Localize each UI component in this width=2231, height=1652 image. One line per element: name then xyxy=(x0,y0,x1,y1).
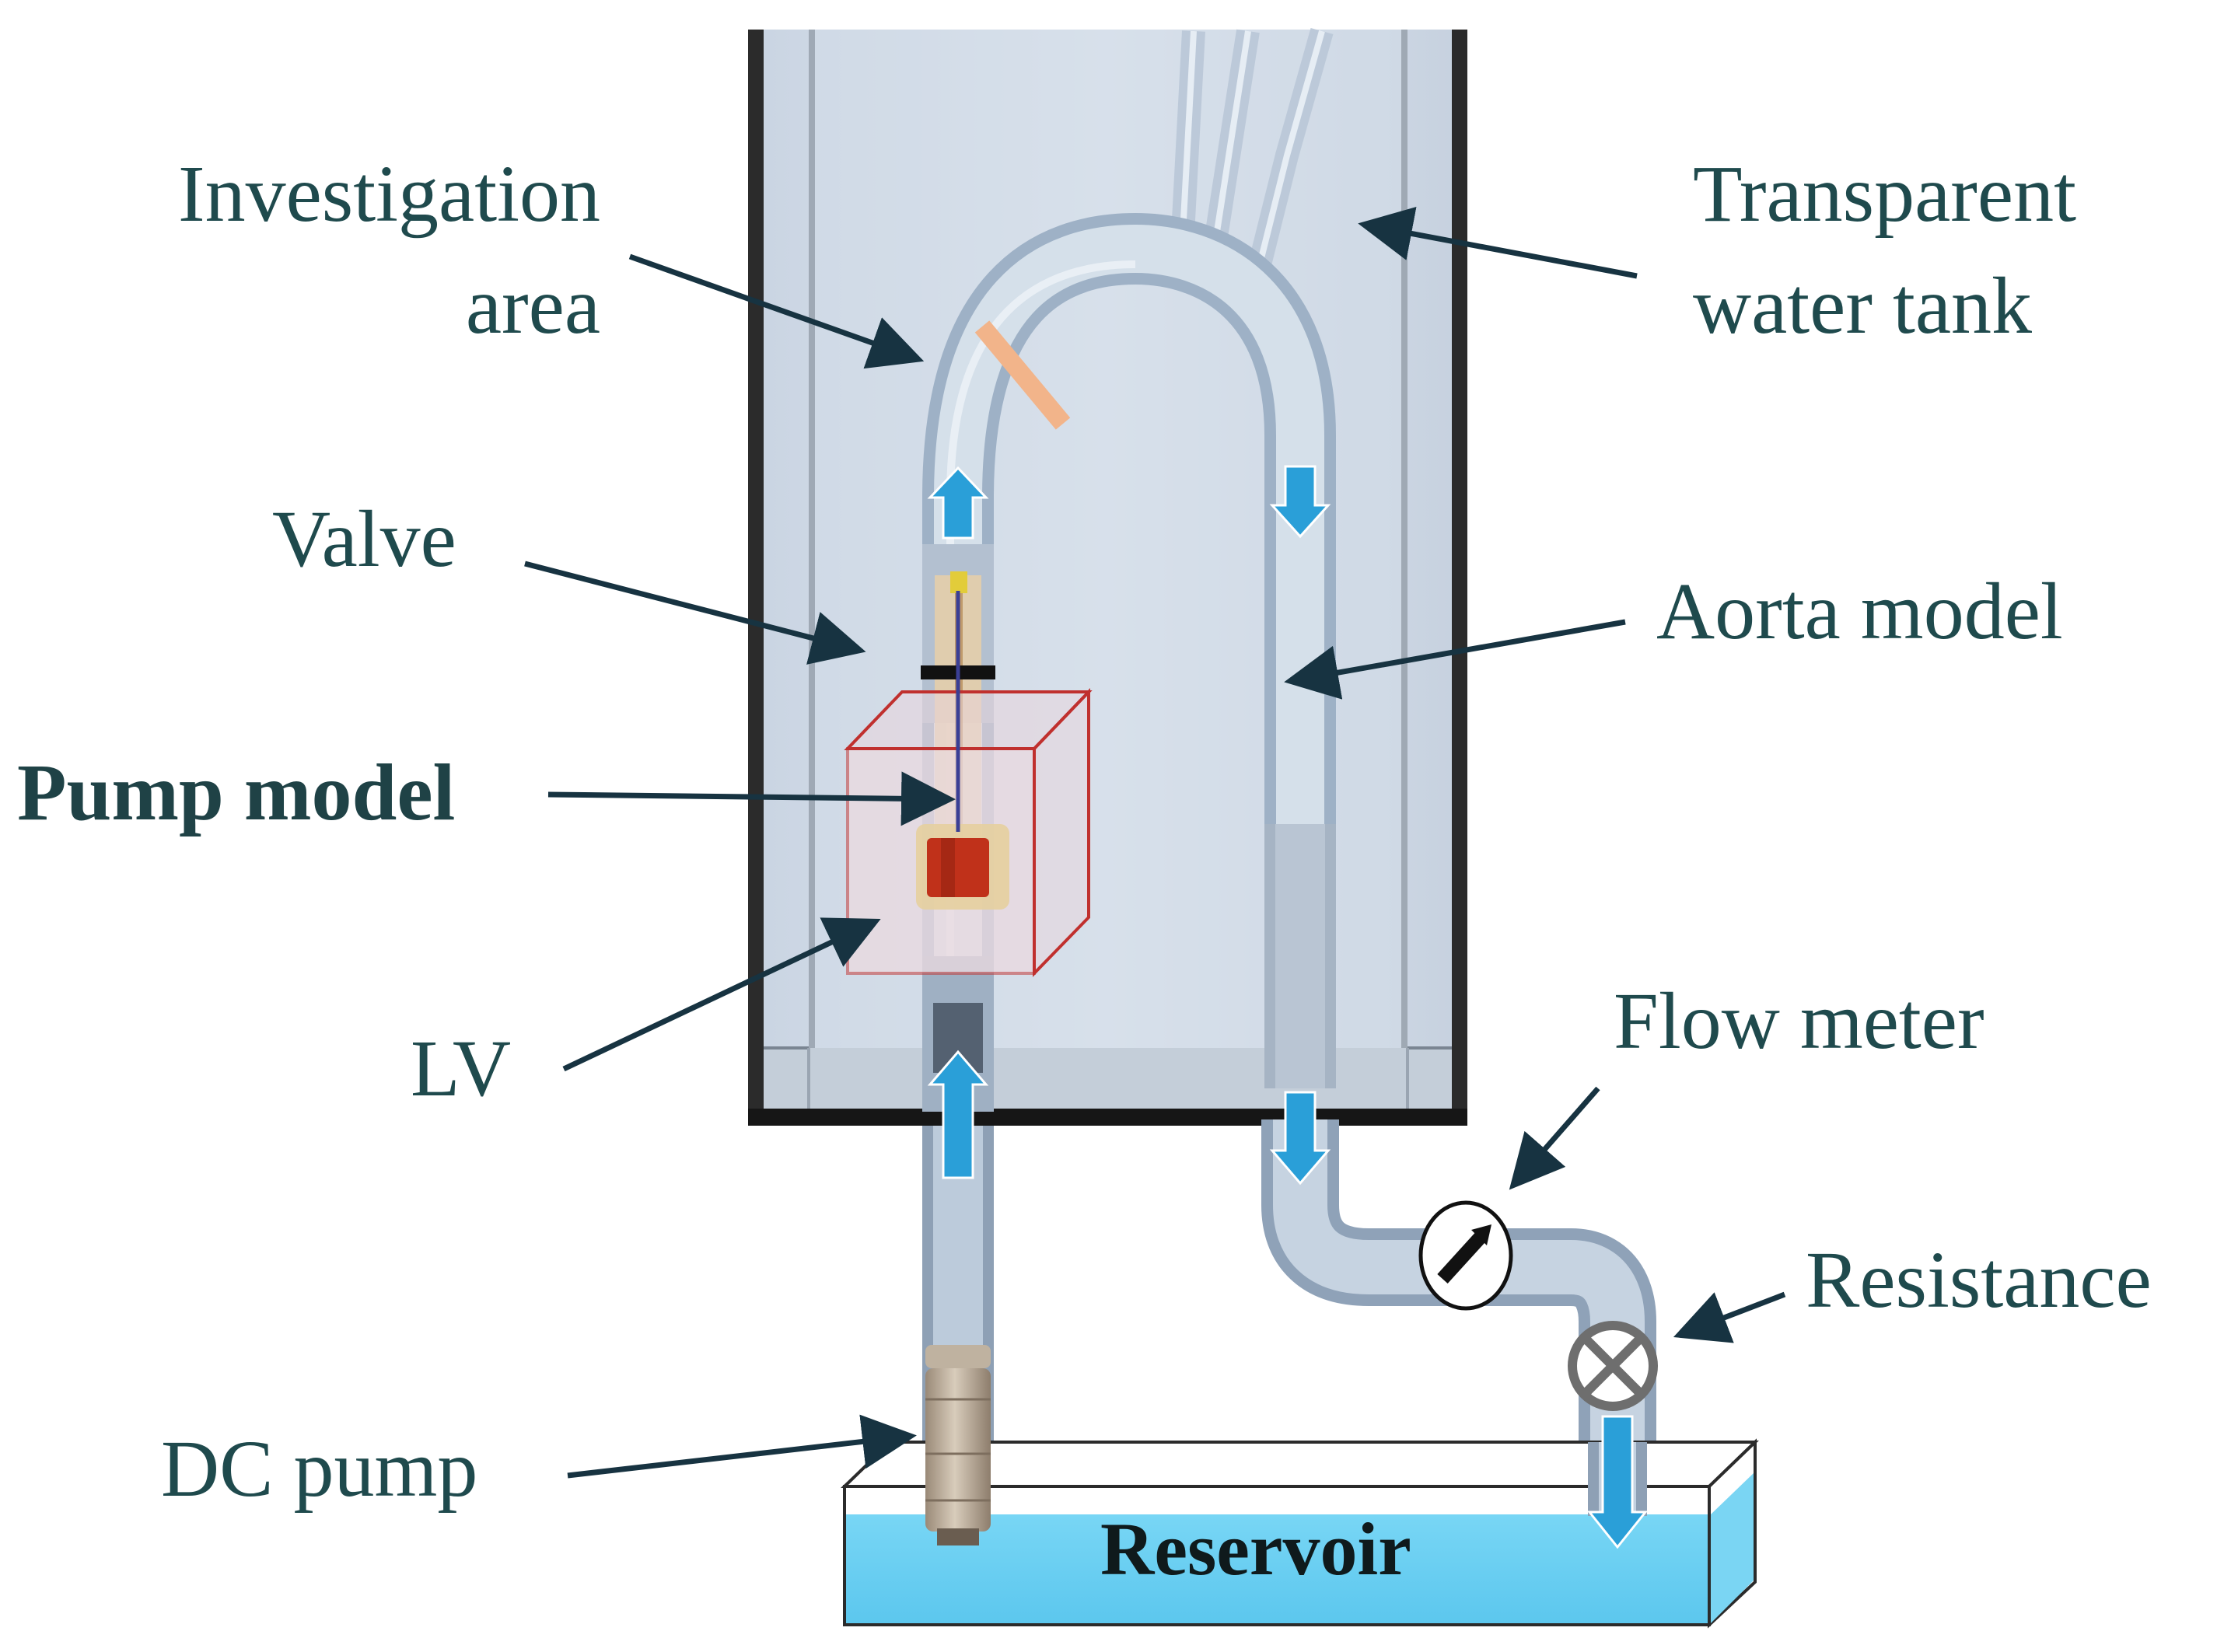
tank-base xyxy=(748,1109,1467,1126)
tank-right-wall xyxy=(1452,30,1467,1126)
leader-dc-pump xyxy=(567,1414,917,1479)
label-pump-model: Pump model xyxy=(17,748,456,837)
flow-arrow-down-reservoir xyxy=(1586,1415,1649,1549)
flow-arrows xyxy=(927,465,1649,1549)
leader-lv xyxy=(562,917,881,1072)
reservoir-water xyxy=(846,1514,1708,1623)
leader-aorta-model xyxy=(1284,619,1626,700)
label-flow-meter: Flow meter xyxy=(1614,976,1984,1066)
label-aorta-model: Aorta model xyxy=(1656,567,2063,656)
label-lv: LV xyxy=(411,1024,512,1113)
dc-pump xyxy=(925,1345,991,1545)
outlet-pipe xyxy=(1261,1119,1656,1516)
leader-pump-model xyxy=(547,771,956,826)
leader-investigation-area xyxy=(628,253,925,369)
leader-valve xyxy=(524,561,866,665)
label-resistance: Resistance xyxy=(1806,1235,2152,1325)
pump-rotor xyxy=(927,838,989,897)
label-investigation-area-line2: area xyxy=(465,261,600,351)
flow-meter-needle xyxy=(1437,1231,1487,1284)
label-transparent-tank-line1: Transparent xyxy=(1693,149,2076,239)
resistance-valve[interactable] xyxy=(1568,1321,1658,1411)
label-investigation-area-line1: Investigation xyxy=(177,149,600,239)
leader-resistance xyxy=(1673,1291,1786,1343)
flow-arrow-down-aorta xyxy=(1269,465,1331,539)
label-reservoir: Reservoir xyxy=(1100,1507,1411,1591)
investigation-area-marker xyxy=(974,320,1071,430)
flow-meter[interactable] xyxy=(1418,1200,1513,1311)
leader-flow-meter xyxy=(1509,1086,1600,1190)
leader-arrows xyxy=(524,206,1786,1479)
label-transparent-tank-line2: water tank xyxy=(1693,261,2033,351)
tank-left-wall xyxy=(748,30,764,1126)
flow-arrow-down-outlet xyxy=(1269,1091,1331,1186)
flow-arrow-up-inlet xyxy=(927,1050,989,1179)
flow-arrow-up-arch xyxy=(927,466,989,540)
aorta-model xyxy=(922,27,1336,1112)
label-dc-pump: DC pump xyxy=(161,1424,478,1514)
label-valve: Valve xyxy=(272,494,456,584)
pump-model xyxy=(916,591,1009,910)
leader-transparent-tank xyxy=(1358,206,1638,279)
